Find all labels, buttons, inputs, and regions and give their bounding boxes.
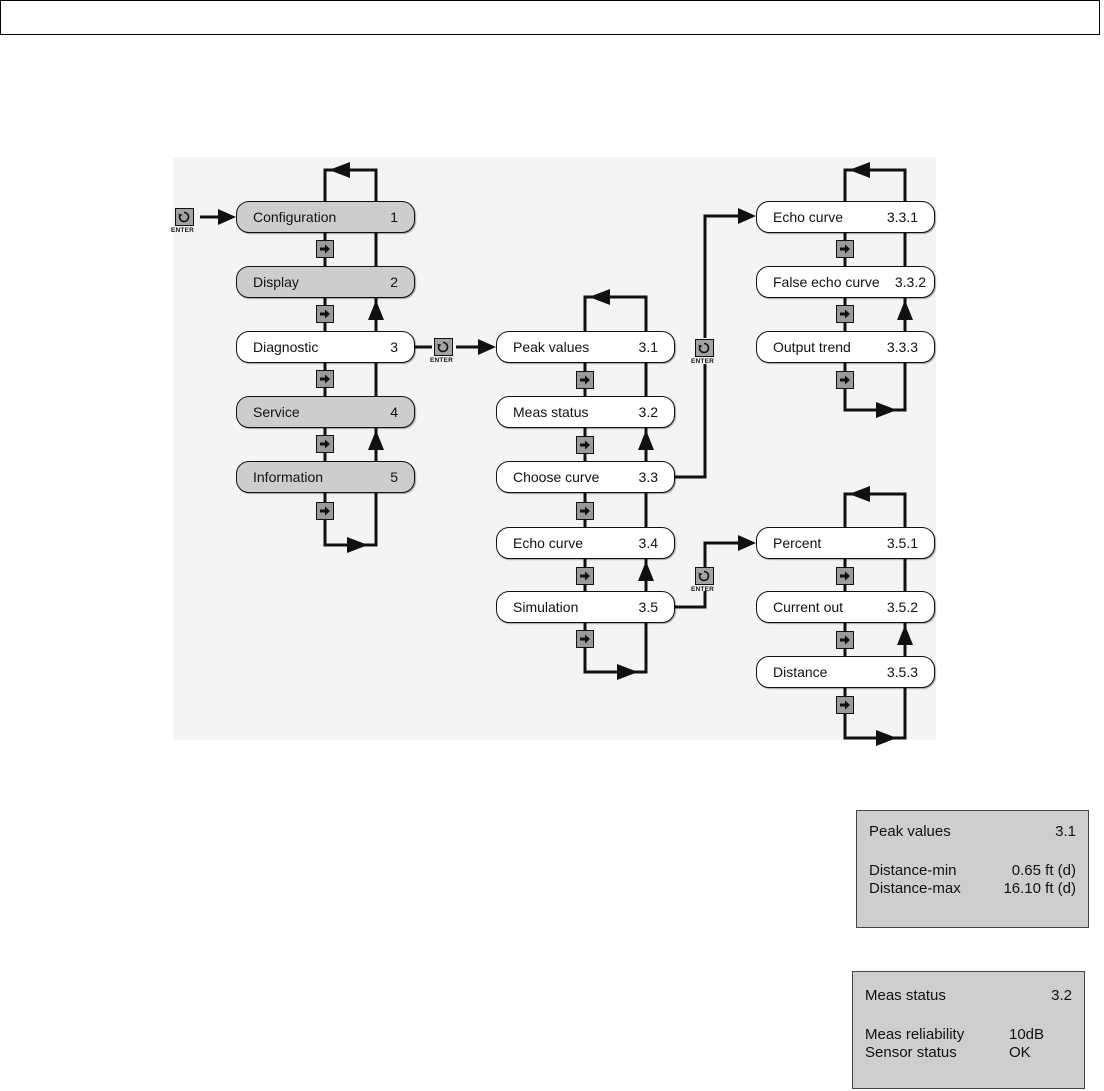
menu-label: False echo curve xyxy=(773,274,880,290)
enter-button[interactable]: ENTER xyxy=(430,338,455,366)
menu-label: Display xyxy=(253,274,299,290)
lcd-row-label: Distance-max xyxy=(869,880,961,897)
menu-label: Peak values xyxy=(513,339,590,355)
lcd-row-value: OK xyxy=(1009,1044,1031,1061)
menu-box-diagnostic[interactable]: Diagnostic 3 xyxy=(236,331,415,363)
enter-button[interactable]: ENTER xyxy=(171,208,196,236)
right-arrow-icon[interactable] xyxy=(576,436,594,454)
menu-number: 2 xyxy=(390,274,398,290)
menu-box-meas-status[interactable]: Meas status 3.2 xyxy=(496,396,675,428)
right-arrow-icon[interactable] xyxy=(316,435,334,453)
lcd-number: 3.2 xyxy=(1051,987,1072,1004)
menu-number: 3.3.2 xyxy=(894,274,926,290)
right-arrow-icon[interactable] xyxy=(836,240,854,258)
menu-number: 3.5.1 xyxy=(886,535,918,551)
menu-box-information[interactable]: Information 5 xyxy=(236,461,415,493)
menu-box-current-out[interactable]: Current out 3.5.2 xyxy=(756,591,935,623)
menu-label: Percent xyxy=(773,535,822,551)
menu-box-percent[interactable]: Percent 3.5.1 xyxy=(756,527,935,559)
menu-box-output-trend[interactable]: Output trend 3.3.3 xyxy=(756,331,935,363)
menu-number: 3.2 xyxy=(638,404,658,420)
lcd-row-label: Sensor status xyxy=(865,1044,957,1061)
menu-label: Output trend xyxy=(773,339,851,355)
menu-label: Meas status xyxy=(513,404,589,420)
lcd-number: 3.1 xyxy=(1055,823,1076,840)
menu-number: 3.1 xyxy=(638,339,658,355)
right-arrow-icon[interactable] xyxy=(836,631,854,649)
enter-rotate-icon xyxy=(434,338,453,356)
menu-number: 5 xyxy=(390,469,398,485)
menu-box-choose-curve[interactable]: Choose curve 3.3 xyxy=(496,461,675,493)
menu-label: Choose curve xyxy=(513,469,600,485)
lcd-row-value: 0.65 ft (d) xyxy=(1011,862,1076,879)
menu-number: 3.4 xyxy=(638,535,658,551)
menu-number: 3.5.2 xyxy=(886,599,918,615)
menu-number: 3.5.3 xyxy=(886,664,918,680)
right-arrow-icon[interactable] xyxy=(576,567,594,585)
lcd-row-label: Meas reliability xyxy=(865,1026,965,1043)
menu-label: Echo curve xyxy=(773,209,844,225)
menu-number: 4 xyxy=(390,404,398,420)
lcd-title: Peak values xyxy=(869,823,951,840)
menu-box-display[interactable]: Display 2 xyxy=(236,266,415,298)
right-arrow-icon[interactable] xyxy=(576,371,594,389)
lcd-display-peak-values: Peak values 3.1 Distance-min 0.65 ft (d)… xyxy=(856,810,1089,928)
menu-box-distance[interactable]: Distance 3.5.3 xyxy=(756,656,935,688)
menu-box-false-echo-curve[interactable]: False echo curve 3.3.2 xyxy=(756,266,935,298)
right-arrow-icon[interactable] xyxy=(836,696,854,714)
menu-number: 3 xyxy=(390,339,398,355)
menu-box-echo-curve-3-3-1[interactable]: Echo curve 3.3.1 xyxy=(756,201,935,233)
enter-label: ENTER xyxy=(171,227,195,234)
menu-number: 3.3.3 xyxy=(886,339,918,355)
menu-label: Distance xyxy=(773,664,828,680)
menu-label: Current out xyxy=(773,599,844,615)
menu-box-service[interactable]: Service 4 xyxy=(236,396,415,428)
enter-rotate-icon xyxy=(695,339,714,357)
menu-label: Simulation xyxy=(513,599,579,615)
right-arrow-icon[interactable] xyxy=(316,370,334,388)
enter-button[interactable]: ENTER xyxy=(691,567,716,595)
lcd-row-value: 16.10 ft (d) xyxy=(1003,880,1076,897)
menu-box-echo-curve[interactable]: Echo curve 3.4 xyxy=(496,527,675,559)
menu-number: 1 xyxy=(390,209,398,225)
menu-label: Configuration xyxy=(253,209,337,225)
menu-number: 3.3 xyxy=(638,469,658,485)
diagram-background xyxy=(173,157,936,740)
right-arrow-icon[interactable] xyxy=(316,240,334,258)
right-arrow-icon[interactable] xyxy=(836,371,854,389)
right-arrow-icon[interactable] xyxy=(576,502,594,520)
right-arrow-icon[interactable] xyxy=(316,305,334,323)
right-arrow-icon[interactable] xyxy=(836,305,854,323)
right-arrow-icon[interactable] xyxy=(576,630,594,648)
enter-label: ENTER xyxy=(691,586,715,593)
enter-rotate-icon xyxy=(175,208,194,226)
enter-rotate-icon xyxy=(695,567,714,585)
lcd-row-label: Distance-min xyxy=(869,862,957,879)
enter-label: ENTER xyxy=(430,357,454,364)
menu-number: 3.5 xyxy=(638,599,658,615)
lcd-title: Meas status xyxy=(865,987,946,1004)
header-bar xyxy=(0,0,1100,35)
enter-label: ENTER xyxy=(691,358,715,365)
lcd-display-meas-status: Meas status 3.2 Meas reliability 10dB Se… xyxy=(852,971,1085,1089)
menu-box-configuration[interactable]: Configuration 1 xyxy=(236,201,415,233)
right-arrow-icon[interactable] xyxy=(316,502,334,520)
menu-label: Service xyxy=(253,404,300,420)
menu-label: Information xyxy=(253,469,324,485)
lcd-row-value: 10dB xyxy=(1009,1026,1045,1043)
menu-box-peak-values[interactable]: Peak values 3.1 xyxy=(496,331,675,363)
menu-label: Echo curve xyxy=(513,535,584,551)
menu-number: 3.3.1 xyxy=(886,209,918,225)
menu-box-simulation[interactable]: Simulation 3.5 xyxy=(496,591,675,623)
menu-label: Diagnostic xyxy=(253,339,319,355)
enter-button[interactable]: ENTER xyxy=(691,339,716,367)
right-arrow-icon[interactable] xyxy=(836,567,854,585)
